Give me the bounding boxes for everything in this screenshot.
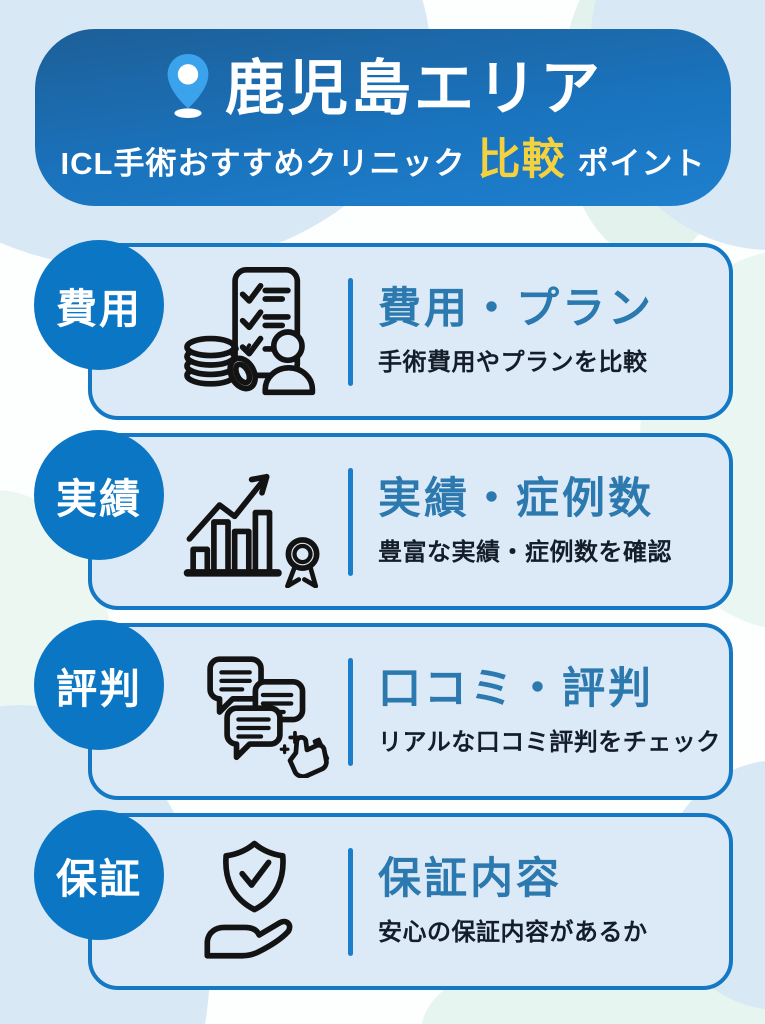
cost-checklist-icon [158, 266, 348, 398]
page-subtitle: ICL手術おすすめクリニック 比較 ポイント [61, 138, 706, 183]
divider [348, 847, 353, 956]
card-subtitle: リアルな口コミ評判をチェック [378, 729, 721, 757]
divider [348, 467, 353, 576]
card-subtitle: 安心の保証内容があるか [378, 919, 648, 947]
card-title: 実績・症例数 [378, 474, 654, 523]
subtitle-prefix: ICL手術おすすめクリニック [60, 146, 466, 181]
growth-chart-medal-icon [158, 456, 348, 588]
badge-label: 保証 [56, 856, 142, 902]
card-title: 費用・プラン [378, 284, 654, 333]
point-card-results: 実績 実績・症例数 豊富な実績・症例数を確認 [34, 430, 733, 610]
category-badge: 評判 [34, 620, 164, 750]
divider [348, 277, 353, 386]
header-banner: 鹿児島エリア ICL手術おすすめクリニック 比較 ポイント [35, 29, 731, 206]
badge-label: 実績 [56, 476, 142, 522]
badge-label: 評判 [56, 666, 142, 712]
badge-label: 費用 [56, 286, 142, 332]
divider [348, 657, 353, 766]
point-card-cost: 費用 費用・プラン [34, 240, 733, 420]
card-title: 保証内容 [378, 854, 562, 903]
card-title: 口コミ・評判 [378, 664, 654, 713]
category-badge: 保証 [34, 810, 164, 940]
page-title: 鹿児島エリア [225, 54, 603, 122]
category-badge: 実績 [34, 430, 164, 560]
point-card-reviews: 評判 口コミ・評判 リアルな口コミ評判をチェック [34, 620, 733, 800]
location-pin-icon [163, 52, 213, 125]
card-subtitle: 豊富な実績・症例数を確認 [378, 539, 672, 567]
subtitle-suffix: ポイント [577, 146, 706, 181]
card-subtitle: 手術費用やプランを比較 [378, 349, 648, 377]
subtitle-highlight: 比較 [477, 136, 566, 184]
category-badge: 費用 [34, 240, 164, 370]
point-card-warranty: 保証 保証内容 安心の保証内容があるか [34, 810, 733, 990]
hand-shield-check-icon [158, 836, 348, 968]
speech-bubbles-thumbs-up-icon [158, 646, 348, 778]
